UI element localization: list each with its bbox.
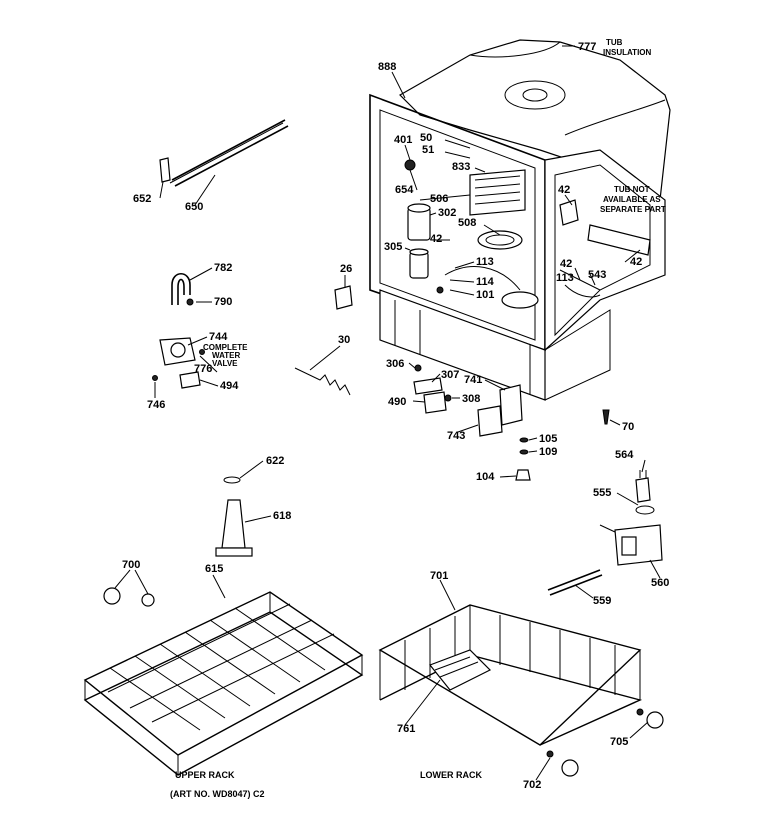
label-555: 555	[593, 487, 611, 499]
rollers-700	[103, 587, 155, 607]
label-tub-note-1: TUB NOT	[614, 185, 650, 194]
bracket-494	[179, 371, 201, 389]
block-743	[477, 405, 503, 437]
label-560: 560	[651, 577, 669, 589]
label-490: 490	[388, 396, 406, 408]
part-26	[334, 285, 353, 310]
label-622: 622	[266, 455, 284, 467]
label-307: 307	[441, 369, 459, 381]
label-702: 702	[523, 779, 541, 791]
label-700: 700	[122, 559, 140, 571]
washer-109	[519, 449, 529, 455]
label-complete-1: COMPLETE	[203, 343, 248, 352]
seal-622	[223, 476, 241, 484]
label-tub-note-2: AVAILABLE AS	[603, 195, 661, 204]
label-888: 888	[378, 61, 396, 73]
pump-560	[599, 524, 663, 566]
label-650: 650	[185, 201, 203, 213]
hose-559	[547, 569, 603, 596]
label-543: 543	[588, 269, 606, 281]
label-42a: 42	[430, 233, 442, 245]
part-564	[635, 470, 651, 503]
label-42b: 42	[558, 184, 570, 196]
roller-702	[546, 750, 579, 777]
label-743: 743	[447, 430, 465, 442]
spring-30	[294, 367, 351, 396]
caption-lower-rack: LOWER RACK	[420, 770, 482, 780]
screw-70	[602, 409, 610, 425]
label-741: 741	[464, 374, 482, 386]
upper-rack-615	[83, 591, 364, 776]
label-506: 506	[430, 193, 448, 205]
label-70: 70	[622, 421, 634, 433]
label-401: 401	[394, 134, 412, 146]
label-104: 104	[476, 471, 495, 483]
label-114: 114	[476, 276, 495, 288]
label-302: 302	[438, 207, 456, 219]
label-tub-insulation-1: TUB	[606, 38, 623, 47]
label-101: 101	[476, 289, 494, 301]
caption-art-number: (ART NO. WD8047) C2	[170, 789, 265, 799]
screw-306	[414, 364, 422, 372]
leader-lines	[114, 45, 661, 781]
label-113a: 113	[476, 256, 494, 268]
bracket-307	[413, 377, 443, 395]
label-complete-2: WATER	[212, 351, 241, 360]
label-782: 782	[214, 262, 232, 274]
label-790: 790	[214, 296, 232, 308]
label-305: 305	[384, 241, 402, 253]
label-744: 744	[209, 331, 228, 343]
tub-assembly	[369, 39, 671, 401]
screw-308	[444, 394, 452, 402]
label-508: 508	[458, 217, 476, 229]
washer-105	[519, 437, 529, 443]
label-26: 26	[340, 263, 352, 275]
label-705: 705	[610, 736, 628, 748]
label-tub-note-3: SEPARATE PART	[600, 205, 666, 214]
lower-rack-701	[378, 604, 643, 746]
ring-555	[635, 505, 655, 515]
label-tub-insulation-2: INSULATION	[603, 48, 652, 57]
label-51: 51	[422, 144, 434, 156]
screw-746	[152, 375, 158, 381]
gasket-650	[169, 119, 289, 187]
hose-782	[171, 272, 191, 305]
label-777: 777	[578, 41, 596, 53]
spray-arm-618	[215, 499, 253, 557]
label-559: 559	[593, 595, 611, 607]
label-618: 618	[273, 510, 291, 522]
water-valve-744	[159, 337, 205, 366]
label-50: 50	[420, 132, 432, 144]
caption-upper-rack: UPPER RACK	[175, 770, 235, 780]
label-109: 109	[539, 446, 557, 458]
callout-labels: 777 TUB INSULATION 888 401 50 51 833 654…	[122, 38, 669, 799]
label-776: 776	[194, 363, 212, 375]
label-30: 30	[338, 334, 350, 346]
label-746: 746	[147, 399, 165, 411]
bracket-741	[499, 384, 523, 426]
label-761: 761	[397, 723, 415, 735]
label-42c: 42	[560, 258, 572, 270]
part-104	[515, 469, 531, 481]
label-105: 105	[539, 433, 557, 445]
label-494: 494	[220, 380, 239, 392]
roller-705	[636, 708, 664, 729]
label-306: 306	[386, 358, 404, 370]
clamp-790	[186, 298, 194, 306]
label-complete-3: VALVE	[212, 359, 238, 368]
label-833: 833	[452, 161, 470, 173]
label-654: 654	[395, 184, 414, 196]
label-701: 701	[430, 570, 448, 582]
clip-652	[159, 157, 171, 183]
label-615: 615	[205, 563, 223, 575]
label-308: 308	[462, 393, 480, 405]
label-113b: 113	[556, 272, 574, 284]
label-42d: 42	[630, 256, 642, 268]
label-564: 564	[615, 449, 634, 461]
part-490	[423, 391, 447, 414]
label-652: 652	[133, 193, 151, 205]
